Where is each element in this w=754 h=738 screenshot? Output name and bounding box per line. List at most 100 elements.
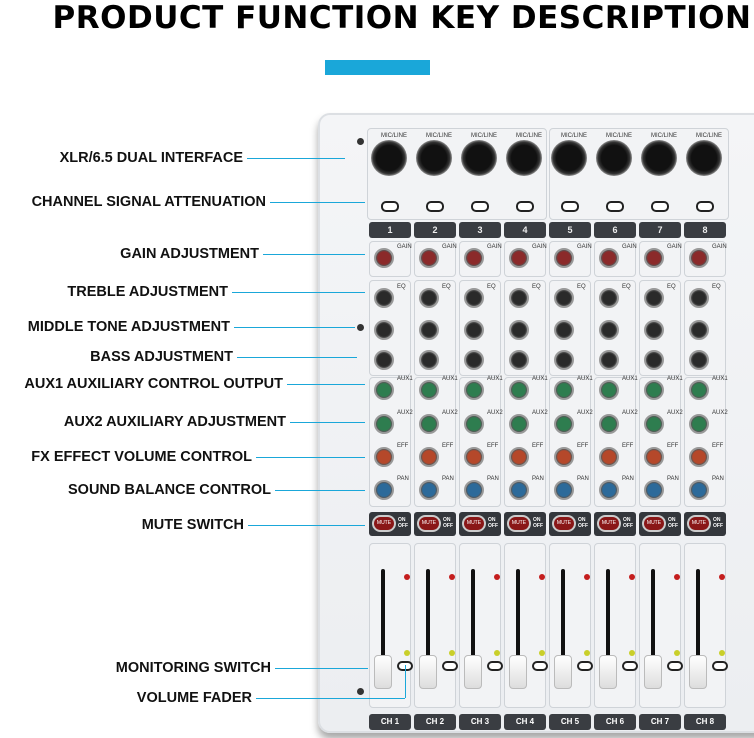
mute-button[interactable]: MUTE [552,515,576,532]
eff-knob[interactable] [689,447,709,467]
fader-cap[interactable] [374,655,392,689]
aux-knob[interactable] [644,414,664,434]
monitor-switch[interactable] [487,661,503,671]
xlr-jack[interactable] [551,140,587,176]
gain-knob[interactable] [509,248,529,268]
monitor-switch[interactable] [667,661,683,671]
xlr-jack[interactable] [596,140,632,176]
eq-knob[interactable] [464,288,484,308]
aux-knob[interactable] [509,414,529,434]
pad-button[interactable] [606,201,624,212]
monitor-switch[interactable] [622,661,638,671]
eq-knob[interactable] [644,320,664,340]
xlr-jack[interactable] [506,140,542,176]
gain-knob[interactable] [419,248,439,268]
aux-knob[interactable] [689,414,709,434]
aux-knob[interactable] [374,380,394,400]
aux-knob[interactable] [374,414,394,434]
xlr-jack[interactable] [416,140,452,176]
eq-knob[interactable] [554,350,574,370]
aux-knob[interactable] [554,414,574,434]
fader-cap[interactable] [689,655,707,689]
aux-knob[interactable] [464,380,484,400]
eq-knob[interactable] [419,350,439,370]
fader-cap[interactable] [509,655,527,689]
xlr-jack[interactable] [641,140,677,176]
eq-knob[interactable] [374,320,394,340]
fader-cap[interactable] [419,655,437,689]
fader-cap[interactable] [599,655,617,689]
eq-knob[interactable] [509,320,529,340]
mute-button[interactable]: MUTE [462,515,486,532]
eff-knob[interactable] [509,447,529,467]
fader-cap[interactable] [644,655,662,689]
aux-knob[interactable] [419,414,439,434]
pan-knob[interactable] [689,480,709,500]
eff-knob[interactable] [644,447,664,467]
gain-knob[interactable] [374,248,394,268]
aux-knob[interactable] [509,380,529,400]
pan-knob[interactable] [374,480,394,500]
gain-knob[interactable] [689,248,709,268]
mute-button[interactable]: MUTE [417,515,441,532]
eq-knob[interactable] [374,288,394,308]
gain-knob[interactable] [644,248,664,268]
mute-button[interactable]: MUTE [642,515,666,532]
eq-knob[interactable] [644,350,664,370]
xlr-jack[interactable] [686,140,722,176]
eq-knob[interactable] [599,350,619,370]
xlr-jack[interactable] [371,140,407,176]
gain-knob[interactable] [599,248,619,268]
fader-cap[interactable] [464,655,482,689]
fader-cap[interactable] [554,655,572,689]
gain-knob[interactable] [464,248,484,268]
eq-knob[interactable] [689,350,709,370]
pad-button[interactable] [561,201,579,212]
aux-knob[interactable] [599,414,619,434]
xlr-jack[interactable] [461,140,497,176]
eq-knob[interactable] [599,288,619,308]
eff-knob[interactable] [599,447,619,467]
eq-knob[interactable] [689,320,709,340]
eq-knob[interactable] [599,320,619,340]
aux-knob[interactable] [644,380,664,400]
pan-knob[interactable] [599,480,619,500]
eq-knob[interactable] [419,320,439,340]
eff-knob[interactable] [554,447,574,467]
eq-knob[interactable] [554,288,574,308]
mute-button[interactable]: MUTE [687,515,711,532]
mute-button[interactable]: MUTE [597,515,621,532]
eq-knob[interactable] [644,288,664,308]
aux-knob[interactable] [599,380,619,400]
pan-knob[interactable] [644,480,664,500]
pad-button[interactable] [516,201,534,212]
monitor-switch[interactable] [712,661,728,671]
eff-knob[interactable] [419,447,439,467]
pan-knob[interactable] [464,480,484,500]
monitor-switch[interactable] [532,661,548,671]
monitor-switch[interactable] [577,661,593,671]
mute-button[interactable]: MUTE [372,515,396,532]
pad-button[interactable] [696,201,714,212]
eq-knob[interactable] [464,350,484,370]
pan-knob[interactable] [509,480,529,500]
eq-knob[interactable] [509,288,529,308]
aux-knob[interactable] [554,380,574,400]
aux-knob[interactable] [419,380,439,400]
eff-knob[interactable] [464,447,484,467]
eq-knob[interactable] [464,320,484,340]
eq-knob[interactable] [509,350,529,370]
mute-button[interactable]: MUTE [507,515,531,532]
eq-knob[interactable] [554,320,574,340]
pad-button[interactable] [471,201,489,212]
pad-button[interactable] [381,201,399,212]
eq-knob[interactable] [374,350,394,370]
monitor-switch[interactable] [442,661,458,671]
aux-knob[interactable] [689,380,709,400]
aux-knob[interactable] [464,414,484,434]
eq-knob[interactable] [689,288,709,308]
eff-knob[interactable] [374,447,394,467]
pad-button[interactable] [651,201,669,212]
pan-knob[interactable] [554,480,574,500]
pad-button[interactable] [426,201,444,212]
